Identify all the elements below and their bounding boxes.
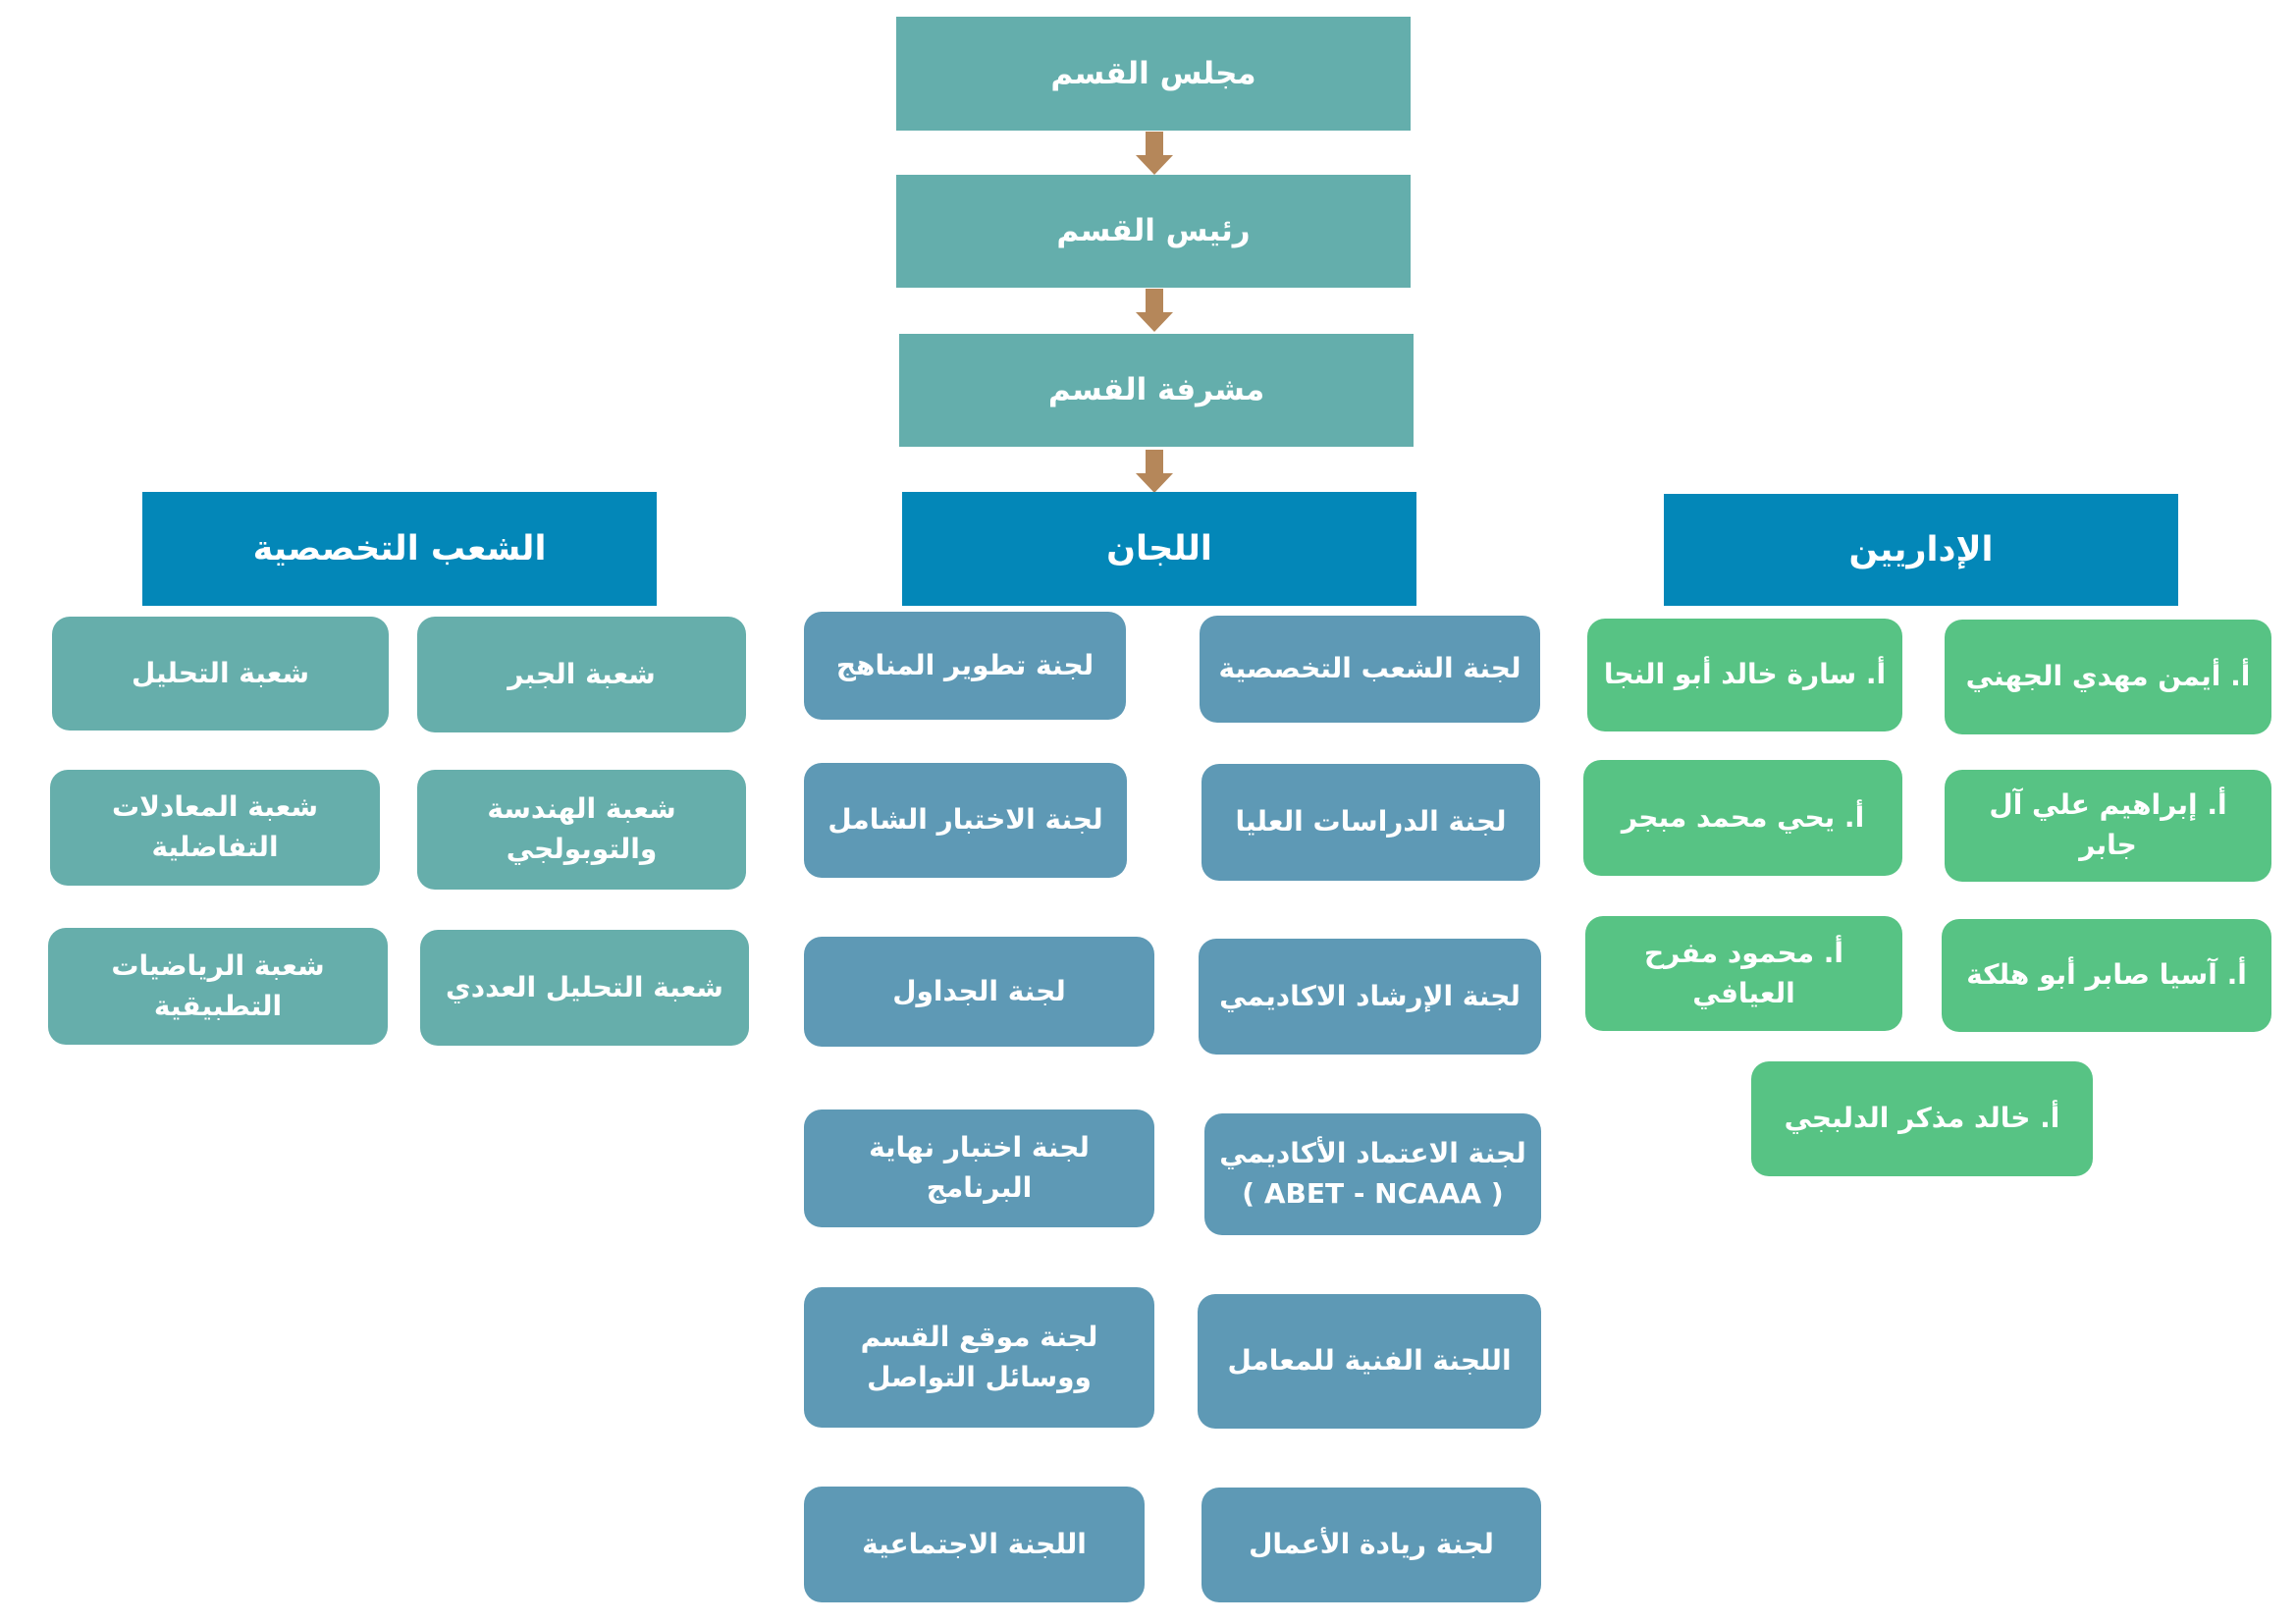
- department-head-box: رئيس القسم: [896, 175, 1411, 288]
- committee-divisions: لجنة الشعب التخصصية: [1200, 616, 1540, 723]
- committee-comprehensive-exam: لجنة الاختبار الشامل: [804, 763, 1127, 878]
- administrator-item: أ. آسيا صابر أبو هلكة: [1942, 919, 2271, 1032]
- administrator-item: أ. أيمن مهدي الجهني: [1945, 620, 2271, 734]
- administrators-header: الإداريين: [1664, 494, 2178, 606]
- down-arrow-icon: [1136, 289, 1173, 332]
- committee-labs: اللجنة الفنية للمعامل: [1198, 1294, 1541, 1429]
- committee-curriculum: لجنة تطوير المناهج: [804, 612, 1126, 720]
- division-applied-mathematics: شعبة الرياضيات التطبيقية: [48, 928, 388, 1045]
- committee-academic-advising: لجنة الإرشاد الاكاديمي: [1199, 939, 1541, 1055]
- administrator-item: أ. يحي محمد مبجر: [1583, 760, 1902, 876]
- down-arrow-icon: [1136, 132, 1173, 175]
- divisions-header: الشعب التخصصية: [142, 492, 657, 606]
- administrator-item: أ. سارة خالد أبو النجا: [1587, 619, 1902, 731]
- committee-social: اللجنة الاجتماعية: [804, 1487, 1145, 1602]
- administrator-item: أ. خالد مذكر الدلبجي: [1751, 1061, 2093, 1176]
- down-arrow-icon: [1136, 450, 1173, 493]
- administrator-item: أ. إبراهيم علي آل جابر: [1945, 770, 2271, 882]
- division-geometry-topology: شعبة الهندسة والتوبولجي: [417, 770, 746, 890]
- committee-schedules: لجنة الجداول: [804, 937, 1154, 1047]
- committee-website-social: لجنة موقع القسم ووسائل التواصل: [804, 1287, 1154, 1428]
- department-supervisor-box: مشرفة القسم: [899, 334, 1414, 447]
- committee-program-exam: لجنة اختبار نهاية البرنامج: [804, 1110, 1154, 1227]
- committee-entrepreneurship: لجنة ريادة الأعمال: [1201, 1488, 1541, 1602]
- committee-graduate-studies: لجنة الدراسات العليا: [1201, 764, 1540, 881]
- administrator-item: أ. محمود مفرح العيافي: [1585, 916, 1902, 1031]
- committee-accreditation: لجنة الاعتماد الأكاديمي ( ABET - NCAAA ): [1204, 1113, 1541, 1235]
- department-council-box: مجلس القسم: [896, 17, 1411, 131]
- division-algebra: شعبة الجبر: [417, 617, 746, 732]
- division-numerical-analysis: شعبة التحليل العددي: [420, 930, 749, 1046]
- division-differential-equations: شعبة المعادلات التفاضلية: [50, 770, 380, 886]
- division-analysis: شعبة التحليل: [52, 617, 389, 731]
- committees-header: اللجان: [902, 492, 1416, 606]
